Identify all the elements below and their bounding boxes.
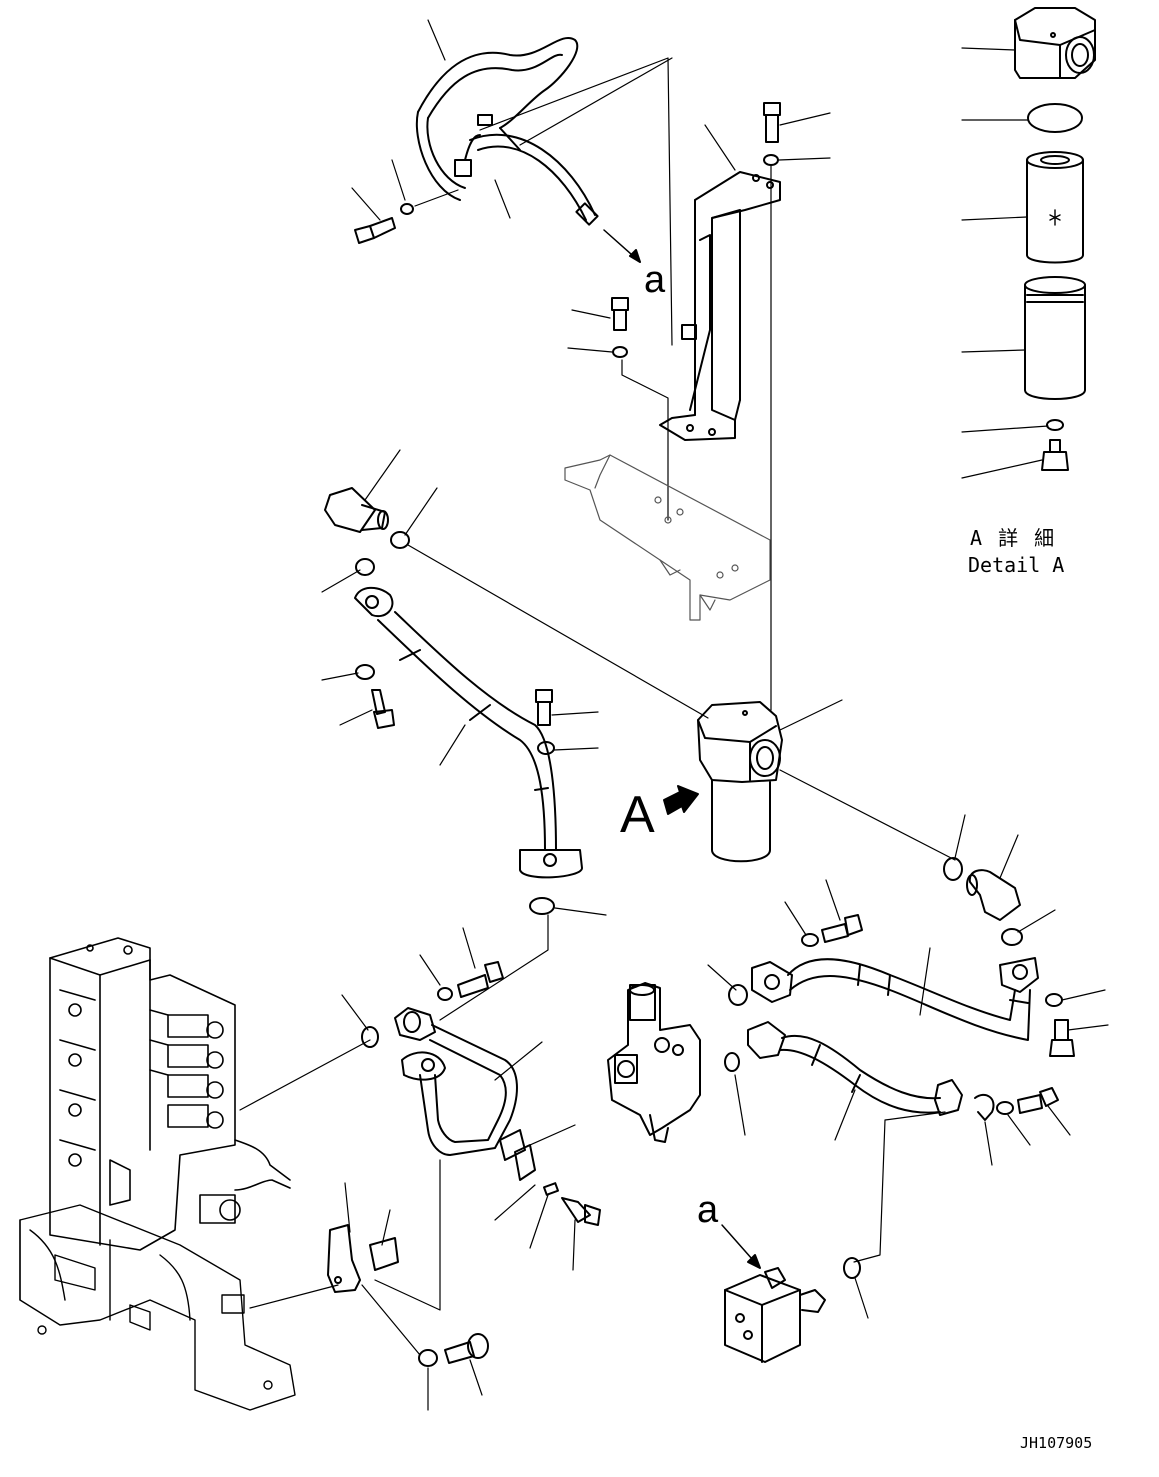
pipe-right-upper [751,957,1039,1041]
leader-lines-bracket [704,112,831,711]
washer-left-pipe-top [537,741,555,755]
callout-arrow-a-top [603,229,641,263]
detail-a-title-en: Detail A [968,553,1064,577]
o-ring-right-upper [943,857,963,881]
drawing-number: JH107905 [1020,1434,1092,1452]
leader-lines-right-elbow [954,814,1056,933]
u-tube-pipe [394,1007,518,1156]
pipe-right-lower [747,1021,963,1116]
o-ring-u-tube [529,897,555,915]
washer-right-pipe [1045,993,1063,1007]
hydraulic-filter-assembly [697,701,783,863]
washer-top-left [400,203,414,215]
washer-lower-left [418,1349,438,1367]
leader-lines-left-pipe [321,672,599,766]
solenoid-valve-block [724,1267,826,1363]
detail-a-filter-head [1014,7,1096,79]
clamp-right-pipe [974,1093,995,1121]
callout-label-a-bottom: a [697,1189,719,1231]
hex-bolt-top-left [354,217,396,244]
o-ring-right-pipe-upper [728,984,748,1006]
hex-bolt-u-tube-clamp [561,1197,601,1226]
detail-a-filter-bowl [1024,276,1086,400]
hex-bolt-right-lower [1017,1087,1059,1114]
clamp-plate-u-tube [542,1182,560,1196]
top-hose-assembly [415,37,599,226]
hex-bolt-right-pipe [1049,1019,1075,1057]
hex-bolt-left-pipe [371,689,395,729]
o-ring-left-pipe [355,558,375,576]
filter-bracket [659,171,781,441]
view-arrow-a [663,785,699,815]
washer-left-pipe [355,664,375,680]
pilot-valve-block [607,982,701,1143]
washer-bracket-mid [612,346,628,358]
detail-a-title-jp: A 詳 細 [970,526,1056,550]
washer-right-pipe-top [801,933,819,947]
view-marker-label: A [620,786,655,844]
washer-bracket-top [763,154,779,166]
main-control-valve [49,937,291,1251]
valve-frame-base [19,1204,296,1411]
o-ring-right-lower [1001,928,1023,946]
leader-lines-bracket-mid [567,309,669,521]
callout-label-a-top: a [644,259,666,301]
leader-lines-lower-left [249,1182,483,1411]
hex-bolt-lower-left [444,1333,489,1364]
leader-lines-right-pipes [707,879,1109,1263]
clamp-bracket-lower-left [327,1224,399,1293]
leader-lines-u-tube [239,907,607,1311]
hex-bolt-left-pipe-top [535,689,553,726]
leader-lines-left-elbow [321,449,709,719]
hex-bolt-u-tube [457,961,504,998]
detail-a-filter-element [1026,151,1084,264]
leader-solenoid-o-ring [854,1277,869,1319]
leader-lines-detail-a [961,47,1049,479]
o-ring-right-pipe-lower [724,1052,740,1072]
detail-a-small-o-ring [1046,419,1064,431]
detail-a-o-ring [1027,103,1083,133]
hex-bolt-right-pipe-top [821,914,863,943]
detail-a-drain-plug [1041,439,1069,471]
o-ring-left-elbow [390,531,410,549]
hex-bolt-bracket-mid [611,297,629,331]
washer-right-lower [996,1101,1014,1115]
mounting-plate [564,454,771,621]
hex-bolt-bracket-top [763,102,781,143]
leader-lines-top-left [351,19,673,346]
pipe-left-curved [354,586,583,879]
washer-u-tube [437,987,453,1001]
callout-arrow-a-bottom [721,1224,761,1269]
o-ring-control-valve [361,1026,379,1048]
clamp-u-tube [499,1129,536,1181]
elbow-fitting-left [324,487,389,533]
o-ring-solenoid-valve [843,1257,861,1279]
elbow-fitting-right [966,869,1021,921]
leader-lines-filter [779,699,956,861]
